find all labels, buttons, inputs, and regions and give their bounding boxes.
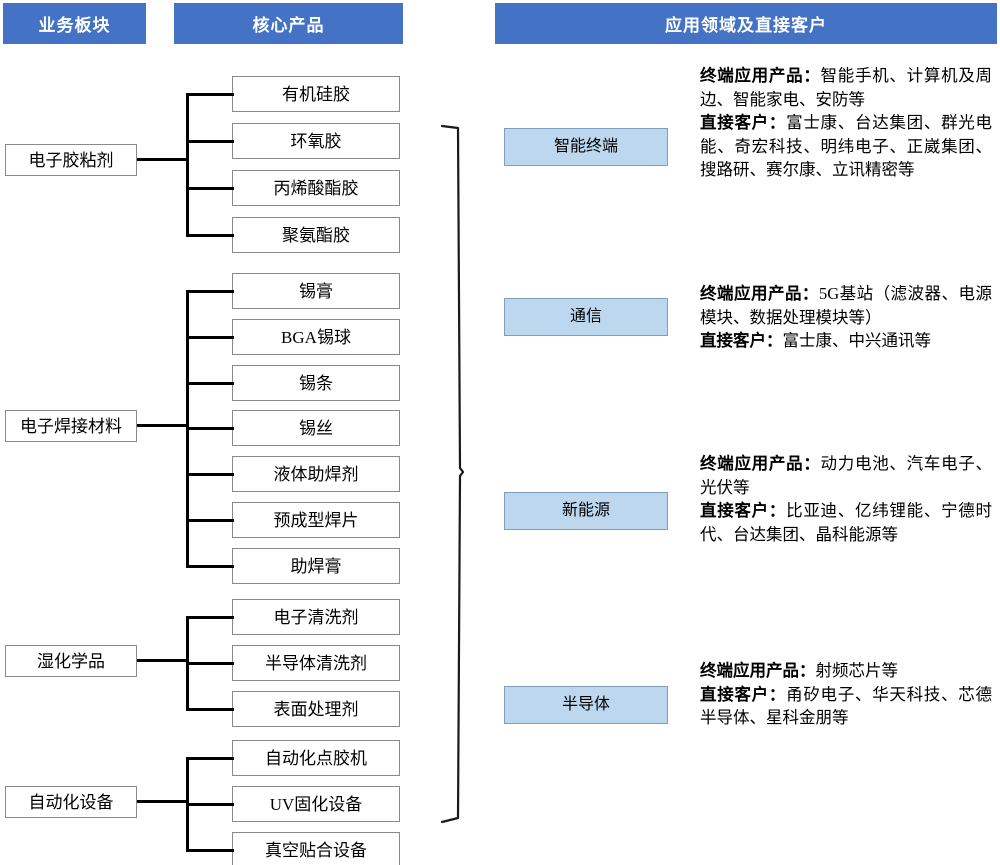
connector-seg1-spine [186,93,189,236]
application-detail-semiconductor: 终端应用产品：射频芯片等 直接客户：甬矽电子、华天科技、芯德半导体、星科金朋等 [700,659,992,730]
product-box-surface-treatment[interactable]: 表面处理剂 [232,691,400,727]
application-detail-smart-terminal: 终端应用产品：智能手机、计算机及周边、智能家电、安防等 直接客户：富士康、台达集… [700,64,992,182]
connector-seg2-branch-1 [186,290,234,293]
product-box-polyurethane[interactable]: 聚氨酯胶 [232,217,400,253]
segment-box-solder-materials[interactable]: 电子焊接材料 [5,410,137,442]
product-box-preform[interactable]: 预成型焊片 [232,502,400,538]
connector-seg1-stem [137,158,189,161]
connector-seg2-branch-3 [186,382,234,385]
connector-seg3-branch-2 [186,662,234,665]
end-product-label: 终端应用产品： [700,454,821,473]
connector-seg4-branch-1 [186,757,234,760]
customer-label: 直接客户： [700,501,787,521]
end-product-line-communication: 终端应用产品：5G基站（滤波器、电源模块、数据处理模块等） [700,282,992,329]
product-box-vacuum-laminator[interactable]: 真空贴合设备 [232,832,400,865]
end-product-line-smart-terminal: 终端应用产品：智能手机、计算机及周边、智能家电、安防等 [700,64,992,111]
connector-seg4-stem [137,800,189,803]
connector-seg3-stem [137,659,189,662]
customer-label: 直接客户： [700,113,787,133]
product-box-semiconductor-cleaner[interactable]: 半导体清洗剂 [232,645,400,681]
product-box-silicone[interactable]: 有机硅胶 [232,76,400,112]
connector-seg2-branch-2 [186,336,234,339]
customer-value: 富士康、中兴通讯等 [782,331,932,351]
column-header-segment: 业务板块 [3,3,146,44]
product-box-liquid-flux[interactable]: 液体助焊剂 [232,456,400,492]
product-box-bga-ball[interactable]: BGA锡球 [232,319,400,355]
application-detail-communication: 终端应用产品：5G基站（滤波器、电源模块、数据处理模块等） 直接客户：富士康、中… [700,282,992,353]
connector-seg2-branch-6 [186,519,234,522]
customer-line-communication: 直接客户：富士康、中兴通讯等 [700,329,992,353]
connector-seg1-branch-2 [186,140,234,143]
connector-seg2-branch-7 [186,565,234,568]
connector-seg4-branch-3 [186,849,234,852]
connector-seg2-branch-5 [186,473,234,476]
customer-line-smart-terminal: 直接客户：富士康、台达集团、群光电能、奇宏科技、明纬电子、正崴集团、搜路研、赛尔… [700,111,992,182]
product-box-solder-wire[interactable]: 锡丝 [232,410,400,446]
customer-label: 直接客户： [700,684,787,704]
application-box-communication[interactable]: 通信 [504,298,668,336]
end-product-line-new-energy: 终端应用产品：动力电池、汽车电子、光伏等 [700,452,992,499]
product-box-solder-bar[interactable]: 锡条 [232,365,400,401]
segment-box-adhesives[interactable]: 电子胶粘剂 [5,144,137,176]
connector-seg2-stem [137,424,189,427]
application-box-new-energy[interactable]: 新能源 [504,492,668,530]
connector-seg3-branch-3 [186,708,234,711]
product-box-epoxy[interactable]: 环氧胶 [232,123,400,159]
product-box-flux-paste[interactable]: 助焊膏 [232,548,400,584]
application-box-semiconductor[interactable]: 半导体 [504,686,668,724]
end-product-label: 终端应用产品： [700,661,816,680]
connector-seg2-branch-4 [186,427,234,430]
connector-seg1-branch-1 [186,93,234,96]
end-product-value: 射频芯片等 [815,661,899,680]
product-box-electronic-cleaner[interactable]: 电子清洗剂 [232,599,400,635]
connector-seg1-branch-3 [186,187,234,190]
customer-value: 甬矽电子、华天科技、芯德半导体、星科金朋等 [700,684,992,728]
customer-line-new-energy: 直接客户：比亚迪、亿纬锂能、宁德时代、台达集团、晶科能源等 [700,499,992,546]
end-product-label: 终端应用产品： [700,66,821,85]
connector-seg1-branch-4 [186,234,234,237]
product-box-acrylate[interactable]: 丙烯酸酯胶 [232,170,400,206]
application-box-smart-terminal[interactable]: 智能终端 [504,128,668,166]
segment-box-wet-chemicals[interactable]: 湿化学品 [5,645,137,677]
end-product-label: 终端应用产品： [700,284,819,303]
connector-seg4-branch-2 [186,803,234,806]
product-box-solder-paste[interactable]: 锡膏 [232,273,400,309]
column-header-application: 应用领域及直接客户 [495,3,997,44]
connector-seg3-branch-1 [186,616,234,619]
product-box-uv-curing[interactable]: UV固化设备 [232,786,400,822]
application-detail-new-energy: 终端应用产品：动力电池、汽车电子、光伏等 直接客户：比亚迪、亿纬锂能、宁德时代、… [700,452,992,546]
end-product-value: 智能手机、计算机及周边、智能家电、安防等 [700,66,992,109]
customer-value: 比亚迪、亿纬锂能、宁德时代、台达集团、晶科能源等 [700,501,992,544]
column-header-product: 核心产品 [174,3,403,44]
segment-box-automation-equipment[interactable]: 自动化设备 [5,786,137,818]
product-box-dispenser[interactable]: 自动化点胶机 [232,740,400,776]
customer-value: 富士康、台达集团、群光电能、奇宏科技、明纬电子、正崴集团、搜路研、赛尔康、立讯精… [700,113,992,180]
customer-label: 直接客户： [700,331,783,351]
grouping-bracket [440,124,464,824]
customer-line-semiconductor: 直接客户：甬矽电子、华天科技、芯德半导体、星科金朋等 [700,683,992,730]
end-product-value: 动力电池、汽车电子、光伏等 [700,454,992,497]
end-product-line-semiconductor: 终端应用产品：射频芯片等 [700,659,992,683]
end-product-value: 5G基站（滤波器、电源模块、数据处理模块等） [700,284,993,327]
